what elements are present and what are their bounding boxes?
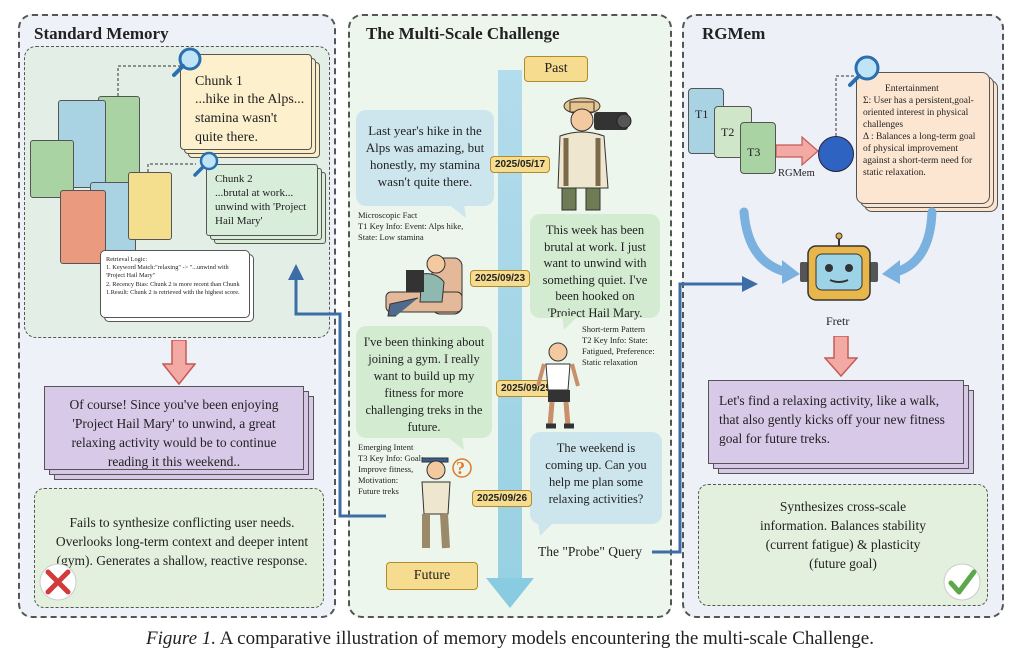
- probe-query-label: The "Probe" Query: [538, 544, 642, 559]
- magnifier-icon: [172, 47, 202, 77]
- entertainment-note: Entertainment Σ: User has a persistent,g…: [856, 72, 990, 204]
- rgmem-verdict-text: Synthesizes cross-scale information. Bal…: [759, 499, 927, 571]
- memory-node: [818, 136, 854, 172]
- magnifier-icon: [848, 55, 880, 87]
- note-microscopic-fact: Microscopic Fact T1 Key Info: Event: Alp…: [358, 210, 464, 242]
- photographer-icon: [557, 97, 632, 211]
- chat-bubble-work: This week has been brutal at work. I jus…: [530, 214, 660, 320]
- date-tag: 2025/09/23: [470, 270, 531, 287]
- chunk1-title: Chunk 1: [195, 74, 243, 89]
- rgmem-title: RGMem: [702, 24, 766, 43]
- bubble-tail: [538, 522, 554, 536]
- rgmem-response-card: Let's find a relaxing activity, like a w…: [708, 380, 964, 464]
- down-arrow-icon: [162, 340, 196, 386]
- standard-verdict-box: Fails to synthesize conflicting user nee…: [34, 488, 324, 608]
- caption-figure-label: Figure 1.: [146, 628, 217, 649]
- chunk2-text: ...brutal at work... unwind with 'Projec…: [215, 187, 307, 227]
- rgmem-arrow-label: RGMem: [778, 168, 815, 179]
- past-label: Past: [524, 56, 588, 82]
- chunk2-card: Chunk 2 ...brutal at work... unwind with…: [206, 164, 318, 236]
- caption-text: A comparative illustration of memory mod…: [219, 628, 874, 649]
- bubble-work-text: This week has been brutal at work. I jus…: [542, 223, 648, 320]
- svg-text:?: ?: [456, 458, 465, 478]
- bubble-alps-text: Last year's hike in the Alps was amazing…: [365, 123, 485, 189]
- date-tag: 2025/05/17: [490, 156, 551, 173]
- cross-icon: [39, 563, 77, 601]
- figure-caption: Figure 1. A comparative illustration of …: [0, 628, 1020, 650]
- reading-person-icon: [385, 254, 463, 317]
- bubble-tail: [562, 316, 578, 330]
- tired-runner-icon: [536, 342, 580, 429]
- bubble-tail: [446, 436, 464, 450]
- future-label: Future: [386, 562, 478, 590]
- bubble-tail: [448, 204, 466, 218]
- down-arrow-icon: [824, 336, 858, 378]
- standard-response-text: Of course! Since you've been enjoying 'P…: [69, 397, 279, 469]
- note-short-term-pattern: Short-term Pattern T2 Key Info: State: F…: [582, 324, 655, 367]
- chunk2-title: Chunk 2: [215, 173, 253, 185]
- retrieval-logic-card: Retrieval Logic: 1. Keyword Match:"relax…: [100, 250, 250, 318]
- robot-label: Fretr: [826, 314, 850, 328]
- memory-block: [30, 140, 74, 198]
- chat-bubble-probe: The weekend is coming up. Can you help m…: [530, 432, 662, 524]
- bubble-gym-text: I've been thinking about joining a gym. …: [363, 335, 485, 434]
- chunk1-card: Chunk 1 ...hike in the Alps... stamina w…: [180, 54, 312, 150]
- chat-bubble-gym: I've been thinking about joining a gym. …: [356, 326, 492, 438]
- retrieval-logic-text: Retrieval Logic: 1. Keyword Match:"relax…: [106, 256, 240, 296]
- right-arrow-icon: [776, 136, 819, 166]
- entertainment-text: Σ: User has a persistent,goal-oriented i…: [863, 96, 976, 178]
- t3-label: T3: [747, 145, 761, 159]
- entertainment-title: Entertainment: [885, 84, 939, 94]
- standard-response-card: Of course! Since you've been enjoying 'P…: [44, 386, 304, 470]
- chunk1-text: ...hike in the Alps... stamina wasn't qu…: [195, 92, 305, 145]
- memory-block: [128, 172, 172, 240]
- t1-label: T1: [695, 107, 709, 121]
- standard-memory-title: Standard Memory: [34, 24, 169, 43]
- rgmem-response-text: Let's find a relaxing activity, like a w…: [719, 393, 945, 446]
- t2-label: T2: [721, 125, 735, 139]
- date-tag: 2025/09/25: [496, 380, 557, 397]
- memory-block: [60, 190, 106, 264]
- rgmem-verdict-box: Synthesizes cross-scale information. Bal…: [698, 484, 988, 606]
- bubble-probe-text: The weekend is coming up. Can you help m…: [545, 441, 647, 506]
- standard-verdict-text: Fails to synthesize conflicting user nee…: [55, 515, 309, 568]
- multiscale-title: The Multi-Scale Challenge: [366, 24, 560, 43]
- check-icon: [943, 563, 981, 601]
- date-tag: 2025/09/26: [472, 490, 533, 507]
- block-t3: T3: [740, 122, 776, 174]
- robot-icon: [800, 232, 878, 301]
- chat-bubble-alps: Last year's hike in the Alps was amazing…: [356, 110, 494, 206]
- magnifier-icon: [193, 151, 219, 177]
- thinking-person-icon: ?: [421, 457, 472, 549]
- note-emerging-intent: Emerging Intent T3 Key Info: Goal: Impro…: [358, 442, 424, 496]
